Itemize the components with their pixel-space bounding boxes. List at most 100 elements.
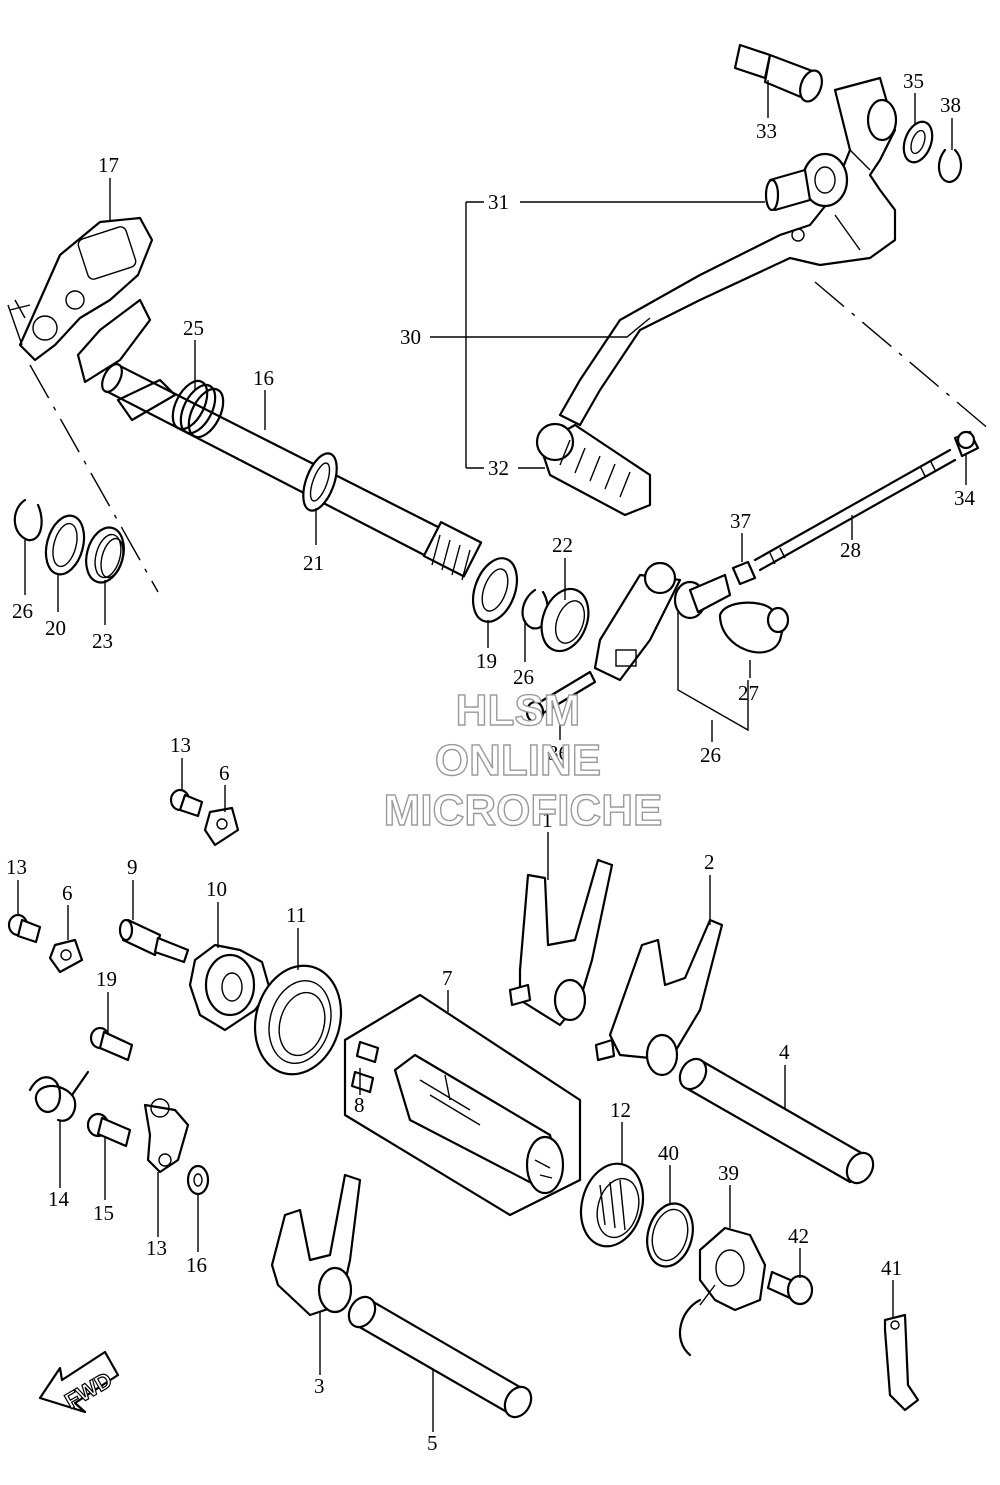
watermark: HLSM ONLINE MICROFICHE bbox=[383, 685, 663, 835]
part-28-boot bbox=[718, 601, 790, 654]
part-7-cam-box bbox=[343, 993, 582, 1217]
callout-41: 41 bbox=[881, 1256, 902, 1280]
leader-lines bbox=[17, 80, 967, 1432]
part-25-return-spring bbox=[171, 379, 225, 439]
callout-23: 22 bbox=[552, 533, 573, 557]
callout-33: 33 bbox=[756, 119, 777, 143]
callout-18: 16 bbox=[253, 366, 274, 390]
fwd-arrow-icon: FWD bbox=[38, 1350, 120, 1414]
part-41-clamp bbox=[883, 1313, 920, 1412]
callout-13-left: 13 bbox=[6, 855, 27, 879]
watermark-line-1: HLSM bbox=[456, 686, 581, 735]
callout-22-shaft: 21 bbox=[303, 551, 324, 575]
callout-6-top: 6 bbox=[219, 761, 230, 785]
watermark-line-2: ONLINE bbox=[435, 736, 601, 785]
callout-17: 16 bbox=[186, 1253, 207, 1277]
callout-27: 26 bbox=[700, 743, 721, 767]
callout-15: 14 bbox=[48, 1187, 70, 1211]
part-34-nut bbox=[953, 430, 980, 458]
part-21-washer bbox=[471, 557, 519, 623]
part-40-o-ring bbox=[646, 1202, 694, 1268]
part-9-pin bbox=[118, 918, 190, 964]
callout-37: 37 bbox=[730, 509, 751, 533]
callout-26-right: 26 bbox=[513, 665, 534, 689]
callout-10: 10 bbox=[206, 877, 227, 901]
callout-2: 2 bbox=[704, 850, 715, 874]
part-29-tie-rod bbox=[753, 448, 957, 572]
callout-6-left: 6 bbox=[62, 881, 73, 905]
callout-labels: 17 25 16 21 26 20 23 19 26 22 31 30 32 3… bbox=[6, 69, 976, 1455]
part-19-shift-plate bbox=[9, 216, 154, 362]
callout-31: 31 bbox=[488, 190, 509, 214]
callout-13-top: 13 bbox=[170, 733, 191, 757]
callout-42: 42 bbox=[788, 1224, 809, 1248]
dash-line-30 bbox=[814, 281, 991, 431]
callout-8: 8 bbox=[354, 1093, 365, 1117]
callout-32: 32 bbox=[488, 456, 509, 480]
callout-11: 11 bbox=[286, 903, 306, 927]
part-16-bolt bbox=[86, 1112, 132, 1148]
callout-4: 4 bbox=[779, 1040, 790, 1064]
part-5-fork-shaft bbox=[347, 1295, 533, 1419]
part-2-shift-fork bbox=[594, 918, 724, 1077]
part-3-shift-fork bbox=[270, 1173, 362, 1317]
callout-28: 27 bbox=[738, 681, 759, 705]
part-13-bolt-left bbox=[7, 913, 42, 944]
callout-39: 39 bbox=[718, 1161, 739, 1185]
part-30-gearshift-lever bbox=[558, 76, 898, 427]
callout-40: 40 bbox=[658, 1141, 679, 1165]
part-32-footpeg-rubber bbox=[535, 422, 652, 517]
part-24-oil-seal bbox=[85, 526, 125, 584]
part-8-pins bbox=[350, 1040, 380, 1094]
part-15-spring bbox=[28, 1070, 90, 1122]
part-14-stopper-arm bbox=[143, 1098, 190, 1174]
part-18-shift-shaft bbox=[76, 298, 483, 581]
part-4-fork-shaft bbox=[678, 1057, 875, 1185]
part-36-bolt bbox=[525, 670, 597, 724]
callout-14: 13 bbox=[146, 1236, 167, 1260]
part-17-washer bbox=[186, 1164, 210, 1196]
callout-5: 5 bbox=[427, 1431, 438, 1455]
part-1-shift-fork bbox=[508, 858, 614, 1027]
part-27-shift-arm bbox=[593, 561, 732, 682]
part-13-bolt-top bbox=[169, 788, 204, 818]
callout-30: 30 bbox=[400, 325, 421, 349]
callout-38: 38 bbox=[940, 93, 961, 117]
callout-34: 34 bbox=[954, 486, 976, 510]
part-35-washer bbox=[902, 120, 934, 164]
part-6-plate-left bbox=[48, 938, 84, 974]
part-38-circlip bbox=[937, 148, 963, 184]
dash-lines-19 bbox=[7, 299, 159, 593]
callout-9: 9 bbox=[127, 855, 138, 879]
part-23-oil-seal bbox=[540, 587, 590, 653]
part-11-bearing bbox=[253, 964, 343, 1076]
part-39-gear-position-switch bbox=[679, 1226, 767, 1357]
watermark-line-3: MICROFICHE bbox=[384, 786, 663, 835]
part-22-washer-on-shaft bbox=[302, 452, 338, 512]
part-33-pivot-bolt bbox=[733, 43, 823, 103]
callout-22-left: 20 bbox=[45, 616, 66, 640]
callout-26-left: 26 bbox=[12, 599, 33, 623]
part-26-circlip-left bbox=[13, 498, 43, 542]
callout-19: 17 bbox=[98, 153, 119, 177]
callout-16: 15 bbox=[93, 1201, 114, 1225]
part-7-gearshift-cam bbox=[393, 1053, 565, 1195]
callout-35: 35 bbox=[903, 69, 924, 93]
part-20-bolt bbox=[89, 1026, 134, 1062]
part-6-plate-top bbox=[203, 806, 240, 847]
callout-25: 25 bbox=[183, 316, 204, 340]
callout-12: 12 bbox=[610, 1098, 631, 1122]
callout-21: 19 bbox=[476, 649, 497, 673]
callout-1: 1 bbox=[542, 808, 553, 832]
callout-7: 7 bbox=[442, 966, 453, 990]
callout-24: 23 bbox=[92, 629, 113, 653]
part-10-cam-stopper bbox=[188, 943, 272, 1032]
callout-36: 36 bbox=[548, 741, 569, 765]
part-12-needle-bearing bbox=[579, 1162, 645, 1248]
part-37-nut bbox=[731, 560, 757, 586]
callout-29: 28 bbox=[840, 538, 861, 562]
callout-3: 3 bbox=[314, 1374, 325, 1398]
part-22-washer-left bbox=[44, 514, 86, 576]
callout-20: 19 bbox=[96, 967, 117, 991]
